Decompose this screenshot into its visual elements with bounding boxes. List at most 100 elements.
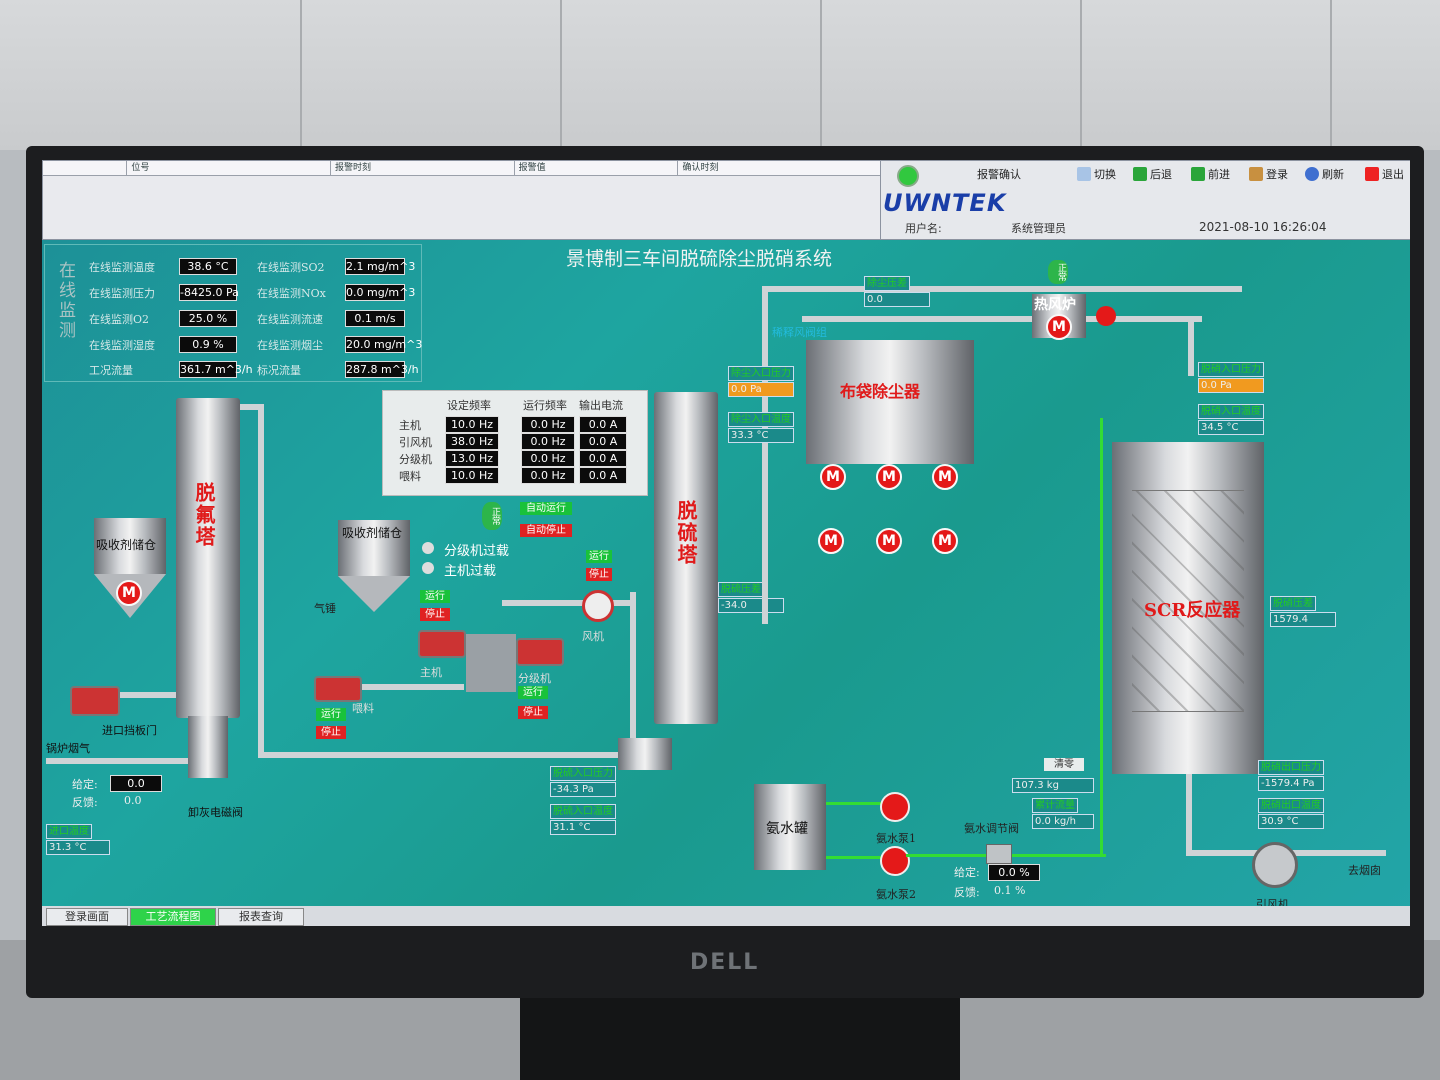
top-bypass-pipe — [762, 286, 1242, 292]
absorbent-silo-1[interactable] — [94, 518, 166, 574]
defluor-tower[interactable] — [176, 398, 240, 718]
scr-feed-pipe — [1188, 316, 1194, 376]
tab-login[interactable]: 登录画面 — [46, 908, 128, 926]
inlet-given-value[interactable]: 0.0 — [110, 775, 162, 792]
freq-current-value: 0.0 A — [579, 433, 627, 450]
valve-given-value[interactable]: 0.0 % — [988, 864, 1040, 881]
info-bar: 用户名: 系统管理员 2021-08-10 16:26:04 — [881, 217, 1410, 237]
ash-motor-2-icon[interactable]: M — [876, 528, 902, 554]
to-chimney-label: 去烟囱 — [1348, 864, 1381, 877]
boiler-gas-label: 锅炉烟气 — [46, 742, 90, 755]
bottom-tab-bar: 登录画面 工艺流程图 报表查询 — [42, 906, 1410, 926]
tab-process[interactable]: 工艺流程图 — [130, 908, 216, 926]
ammonia-pump-1-icon[interactable] — [880, 792, 910, 822]
defluor-tower-label: 脱氟塔 — [192, 482, 216, 548]
host-motor[interactable] — [418, 630, 466, 658]
monitor-label-temp: 在线监测温度 — [89, 261, 155, 274]
tower-top-pipe — [238, 404, 264, 410]
silo-1-motor-icon[interactable]: M — [116, 580, 142, 606]
feed-stop-button[interactable]: 停止 — [316, 726, 346, 739]
forward-button[interactable]: 前进 — [1191, 163, 1230, 185]
user-icon — [1249, 167, 1263, 181]
feed-motor[interactable] — [314, 676, 362, 702]
online-monitor-panel: 在线监测 在线监测温度 38.6 °C 在线监测压力 -8425.0 Pa 在线… — [44, 244, 422, 382]
fan-run-button[interactable]: 运行 — [586, 550, 612, 563]
boiler-gas-pipe — [46, 758, 196, 764]
denox-out-p-value: -1579.4 Pa — [1258, 776, 1324, 791]
absorbent-silo-2[interactable] — [338, 520, 410, 576]
filter-motor-3-icon[interactable]: M — [932, 464, 958, 490]
filter-motor-1-icon[interactable]: M — [820, 464, 846, 490]
monitor-value-flow: 361.7 m^3/h — [179, 361, 253, 378]
monitor-label-nox: 在线监测NOx — [257, 287, 326, 300]
desulf-tower[interactable] — [654, 392, 718, 724]
freq-current-value: 0.0 A — [579, 467, 627, 484]
alarm-ack-button[interactable]: 报警确认 — [977, 168, 1021, 181]
desulf-in-p-value: -34.3 Pa — [550, 782, 616, 797]
freq-row-name: 分级机 — [399, 453, 432, 466]
feed-pipe-mid — [334, 684, 464, 690]
fan-stop-button[interactable]: 停止 — [586, 568, 612, 581]
ash-motor-1-icon[interactable]: M — [818, 528, 844, 554]
pump-line-2 — [826, 856, 886, 859]
denox-in-t-value: 34.5 °C — [1198, 420, 1264, 435]
switch-button[interactable]: 切换 — [1077, 163, 1116, 185]
furnace-fan-icon[interactable] — [1096, 306, 1116, 326]
denox-out-p-label: 脱硝出口压力 — [1258, 760, 1324, 775]
classifier-motor[interactable] — [516, 638, 564, 666]
desulf-in-t-value: 31.1 °C — [550, 820, 616, 835]
login-button[interactable]: 登录 — [1249, 163, 1288, 185]
feeder-motor[interactable] — [70, 686, 120, 716]
monitor-value-nox: 0.0 mg/m^3 — [345, 284, 416, 301]
pump-line-1 — [826, 802, 886, 805]
refresh-button[interactable]: 刷新 — [1305, 163, 1344, 185]
alarm-col-value: 报警值 — [515, 161, 679, 175]
hot-furnace-label: 热风炉 — [1034, 297, 1076, 313]
alarm-table[interactable]: 位号 报警时刻 报警值 确认时刻 — [42, 160, 882, 240]
classifier-run-button[interactable]: 运行 — [518, 686, 548, 699]
scr-catalyst-layers — [1132, 490, 1244, 712]
filter-motor-2-icon[interactable]: M — [876, 464, 902, 490]
auto-stop-button[interactable]: 自动停止 — [520, 524, 572, 537]
silo-2-cone — [338, 576, 410, 612]
back-button[interactable]: 后退 — [1133, 163, 1172, 185]
ammonia-pump-2-label: 氨水泵2 — [876, 888, 916, 901]
user-value: 系统管理员 — [1011, 222, 1066, 235]
absorbent-silo-2-label: 吸收剂储仓 — [342, 526, 403, 540]
freq-header-current: 输出电流 — [579, 399, 623, 412]
back-arrow-icon — [1133, 167, 1147, 181]
monitor-label-so2: 在线监测SO2 — [257, 261, 325, 274]
exit-button[interactable]: 退出 — [1365, 163, 1404, 185]
host-stop-button[interactable]: 停止 — [420, 608, 450, 621]
monitor-value-temp: 38.6 °C — [179, 258, 237, 275]
ammonia-riser-line — [1100, 418, 1103, 856]
ash-motor-3-icon[interactable]: M — [932, 528, 958, 554]
fan-icon[interactable] — [582, 590, 614, 622]
denox-out-t-label: 脱硝出口温度 — [1258, 798, 1324, 813]
auto-run-button[interactable]: 自动运行 — [520, 502, 572, 515]
denox-in-p-label: 脱硝入口压力 — [1198, 362, 1264, 377]
furnace-motor-icon[interactable]: M — [1046, 314, 1072, 340]
ammonia-pump-2-icon[interactable] — [880, 846, 910, 876]
scr-out-pipe — [1186, 774, 1192, 854]
ammonia-valve-icon[interactable] — [986, 844, 1012, 864]
clear-button[interactable]: 清零 — [1044, 758, 1084, 771]
bag-filter-label: 布袋除尘器 — [840, 382, 921, 401]
monitor-value-o2: 25.0 % — [179, 310, 237, 327]
scr-label: SCR反应器 — [1144, 600, 1241, 621]
scr-reactor[interactable] — [1112, 442, 1264, 774]
ammonia-tank[interactable] — [754, 784, 826, 870]
bag-filter[interactable] — [806, 340, 974, 464]
host-run-button[interactable]: 运行 — [420, 590, 450, 603]
freq-set-value[interactable]: 38.0 Hz — [445, 433, 499, 450]
id-fan-icon[interactable] — [1252, 842, 1298, 888]
ammonia-flow-label: 累计流量 — [1032, 798, 1078, 813]
frequency-table: 设定频率 运行频率 输出电流 主机 10.0 Hz 0.0 Hz 0.0 A 引… — [382, 390, 648, 496]
freq-set-value[interactable]: 10.0 Hz — [445, 467, 499, 484]
monitor-value-so2: 2.1 mg/m^3 — [345, 258, 416, 275]
tab-report[interactable]: 报表查询 — [218, 908, 304, 926]
freq-set-value[interactable]: 10.0 Hz — [445, 416, 499, 433]
classifier-stop-button[interactable]: 停止 — [518, 706, 548, 719]
freq-set-value[interactable]: 13.0 Hz — [445, 450, 499, 467]
feed-run-button[interactable]: 运行 — [316, 708, 346, 721]
